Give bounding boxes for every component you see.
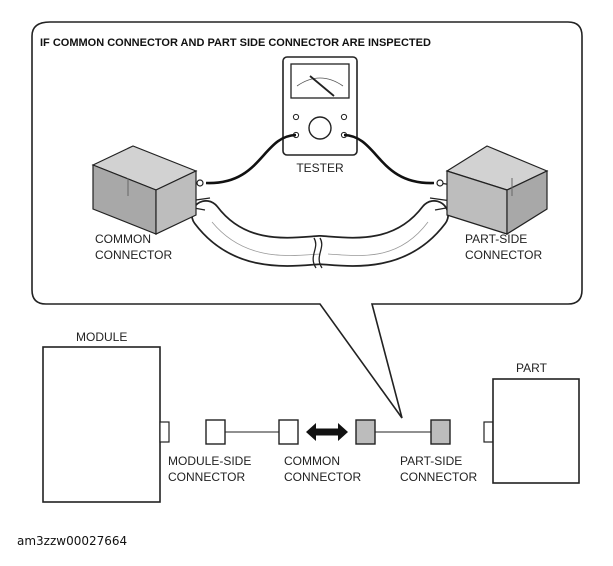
common-connector-box (278, 419, 299, 445)
tester-lead-left (205, 133, 297, 185)
module-side-connector-label-line1: MODULE-SIDE (168, 454, 251, 468)
part-label: PART (516, 361, 548, 375)
module-side-connector-label-line2: CONNECTOR (168, 470, 245, 484)
common-connector-bottom-label-line1: COMMON (284, 454, 340, 468)
figure-id: am3zzw00027664 (17, 534, 128, 548)
part-side-connector-bottom-label-line1: PART-SIDE (400, 454, 462, 468)
part-side-connector-3d-icon (436, 145, 549, 236)
module-box (42, 346, 161, 503)
common-connector-3d-icon (91, 145, 204, 235)
part-pin (483, 421, 494, 443)
module-label: MODULE (76, 330, 127, 344)
part-side-connector-box (430, 419, 451, 445)
module-side-connector-box (205, 419, 226, 445)
callout-bubble (31, 21, 583, 419)
tester-label: TESTER (296, 161, 344, 175)
common-connector-bottom-label-line2: CONNECTOR (284, 470, 361, 484)
common-connector-label-line2: CONNECTOR (95, 248, 172, 262)
double-arrow-icon (306, 423, 348, 441)
part-box (492, 378, 580, 484)
common-connector-label-line1: COMMON (95, 232, 151, 246)
tester-icon (282, 56, 358, 156)
module-pin (159, 421, 170, 443)
common-connector-mate-box (355, 419, 376, 445)
part-side-connector-bottom-label-line2: CONNECTOR (400, 470, 477, 484)
callout-title: IF COMMON CONNECTOR AND PART SIDE CONNEC… (40, 37, 431, 49)
part-side-connector-label-line1: PART-SIDE (465, 232, 527, 246)
part-side-connector-label-line2: CONNECTOR (465, 248, 542, 262)
tester-lead-right (343, 133, 435, 185)
